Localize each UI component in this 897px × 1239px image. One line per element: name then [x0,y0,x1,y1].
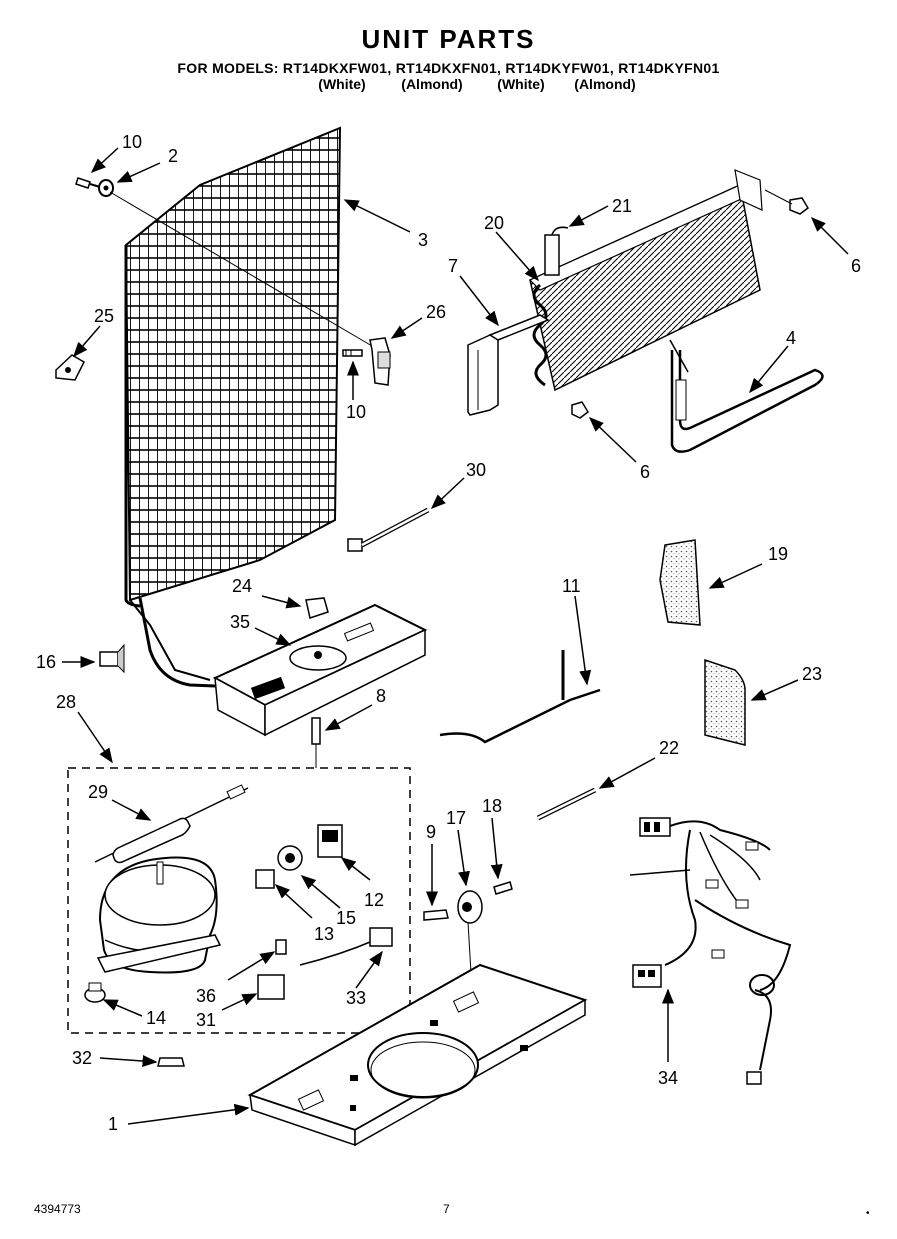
drain-pan-35 [212,603,428,737]
corner-mark: • [866,1208,870,1219]
callout: 13 [314,924,334,944]
callout: 14 [146,1008,166,1028]
callout: 33 [346,988,366,1008]
tube-22 [536,787,597,821]
callout: 24 [232,576,252,596]
grommet-14 [84,982,106,1003]
callout: 1 [108,1114,118,1134]
condenser-coil [124,126,342,688]
wiring-33 [299,927,393,966]
wiring-harness-34 [629,817,792,1085]
leader-lines [62,147,849,1125]
relay-12 [317,824,343,858]
mounting-screw-6b [571,401,589,419]
callout: 28 [56,692,76,712]
callout: 32 [72,1048,92,1068]
callout: 26 [426,302,446,322]
color-label: (Almond) [401,76,463,92]
callout: 36 [196,986,216,1006]
drain-tube-11 [439,650,601,744]
defrost-thermostat-21 [544,226,569,276]
foam-block-23 [704,658,746,746]
clip-25 [55,354,85,381]
callout: 21 [612,196,632,216]
page-number: 7 [443,1202,450,1216]
callout: 4 [786,328,796,348]
callout: 2 [168,146,178,166]
callout: 25 [94,306,114,326]
callout: 6 [640,462,650,482]
capacitor-31 [257,974,285,1000]
defrost-heater-4 [669,339,824,453]
color-label: (White) [318,76,366,92]
document-number: 4394773 [34,1202,81,1216]
callout: 35 [230,612,250,632]
drain-heater-30 [347,507,430,552]
callout: 22 [659,738,679,758]
mounting-screw-10 [75,177,101,189]
callout: 8 [376,686,386,706]
callout: 9 [426,822,436,842]
callout: 16 [36,652,56,672]
callout: 15 [336,908,356,928]
callout: 18 [482,796,502,816]
page-title: UNIT PARTS [361,24,536,54]
callout: 19 [768,544,788,564]
callout-labels: 10 2 3 25 26 10 20 21 7 6 4 6 30 19 24 3… [36,132,861,1134]
bracket-26 [369,337,391,386]
tube-8 [311,717,321,768]
cover-13 [255,869,275,889]
callout: 6 [851,256,861,276]
mounting-screw-10b [342,349,363,357]
color-label: (White) [497,76,545,92]
callout: 34 [658,1068,678,1088]
callout: 11 [562,576,581,596]
callout: 20 [484,213,504,233]
callout: 10 [346,402,366,422]
callout: 12 [364,890,384,910]
mounting-screw-6a [764,189,809,215]
screw-18 [493,881,513,895]
callout: 31 [196,1010,216,1030]
foam-block-19 [659,539,701,626]
drain-cap-24 [305,597,329,619]
grommet-2 [98,179,114,197]
clip-32 [157,1057,185,1067]
base-plate [247,963,588,1147]
models-line: FOR MODELS: RT14DKXFW01, RT14DKXFN01, RT… [177,60,720,76]
callout: 3 [418,230,428,250]
drier-29 [94,784,249,864]
callout: 29 [88,782,108,802]
screw-36 [275,939,287,955]
color-label: (Almond) [574,76,636,92]
overload-15 [277,845,303,871]
compressor-assembly-box [67,767,411,1034]
clip-16 [99,643,125,674]
callout: 10 [122,132,142,152]
callout: 23 [802,664,822,684]
fan-blade-17 [457,890,483,924]
clip-9 [423,909,449,921]
evaporator-coil [528,169,763,392]
callout: 7 [448,256,458,276]
evaporator-cover-7 [467,314,550,416]
callout: 17 [446,808,466,828]
compressor [96,856,222,974]
callout: 30 [466,460,486,480]
